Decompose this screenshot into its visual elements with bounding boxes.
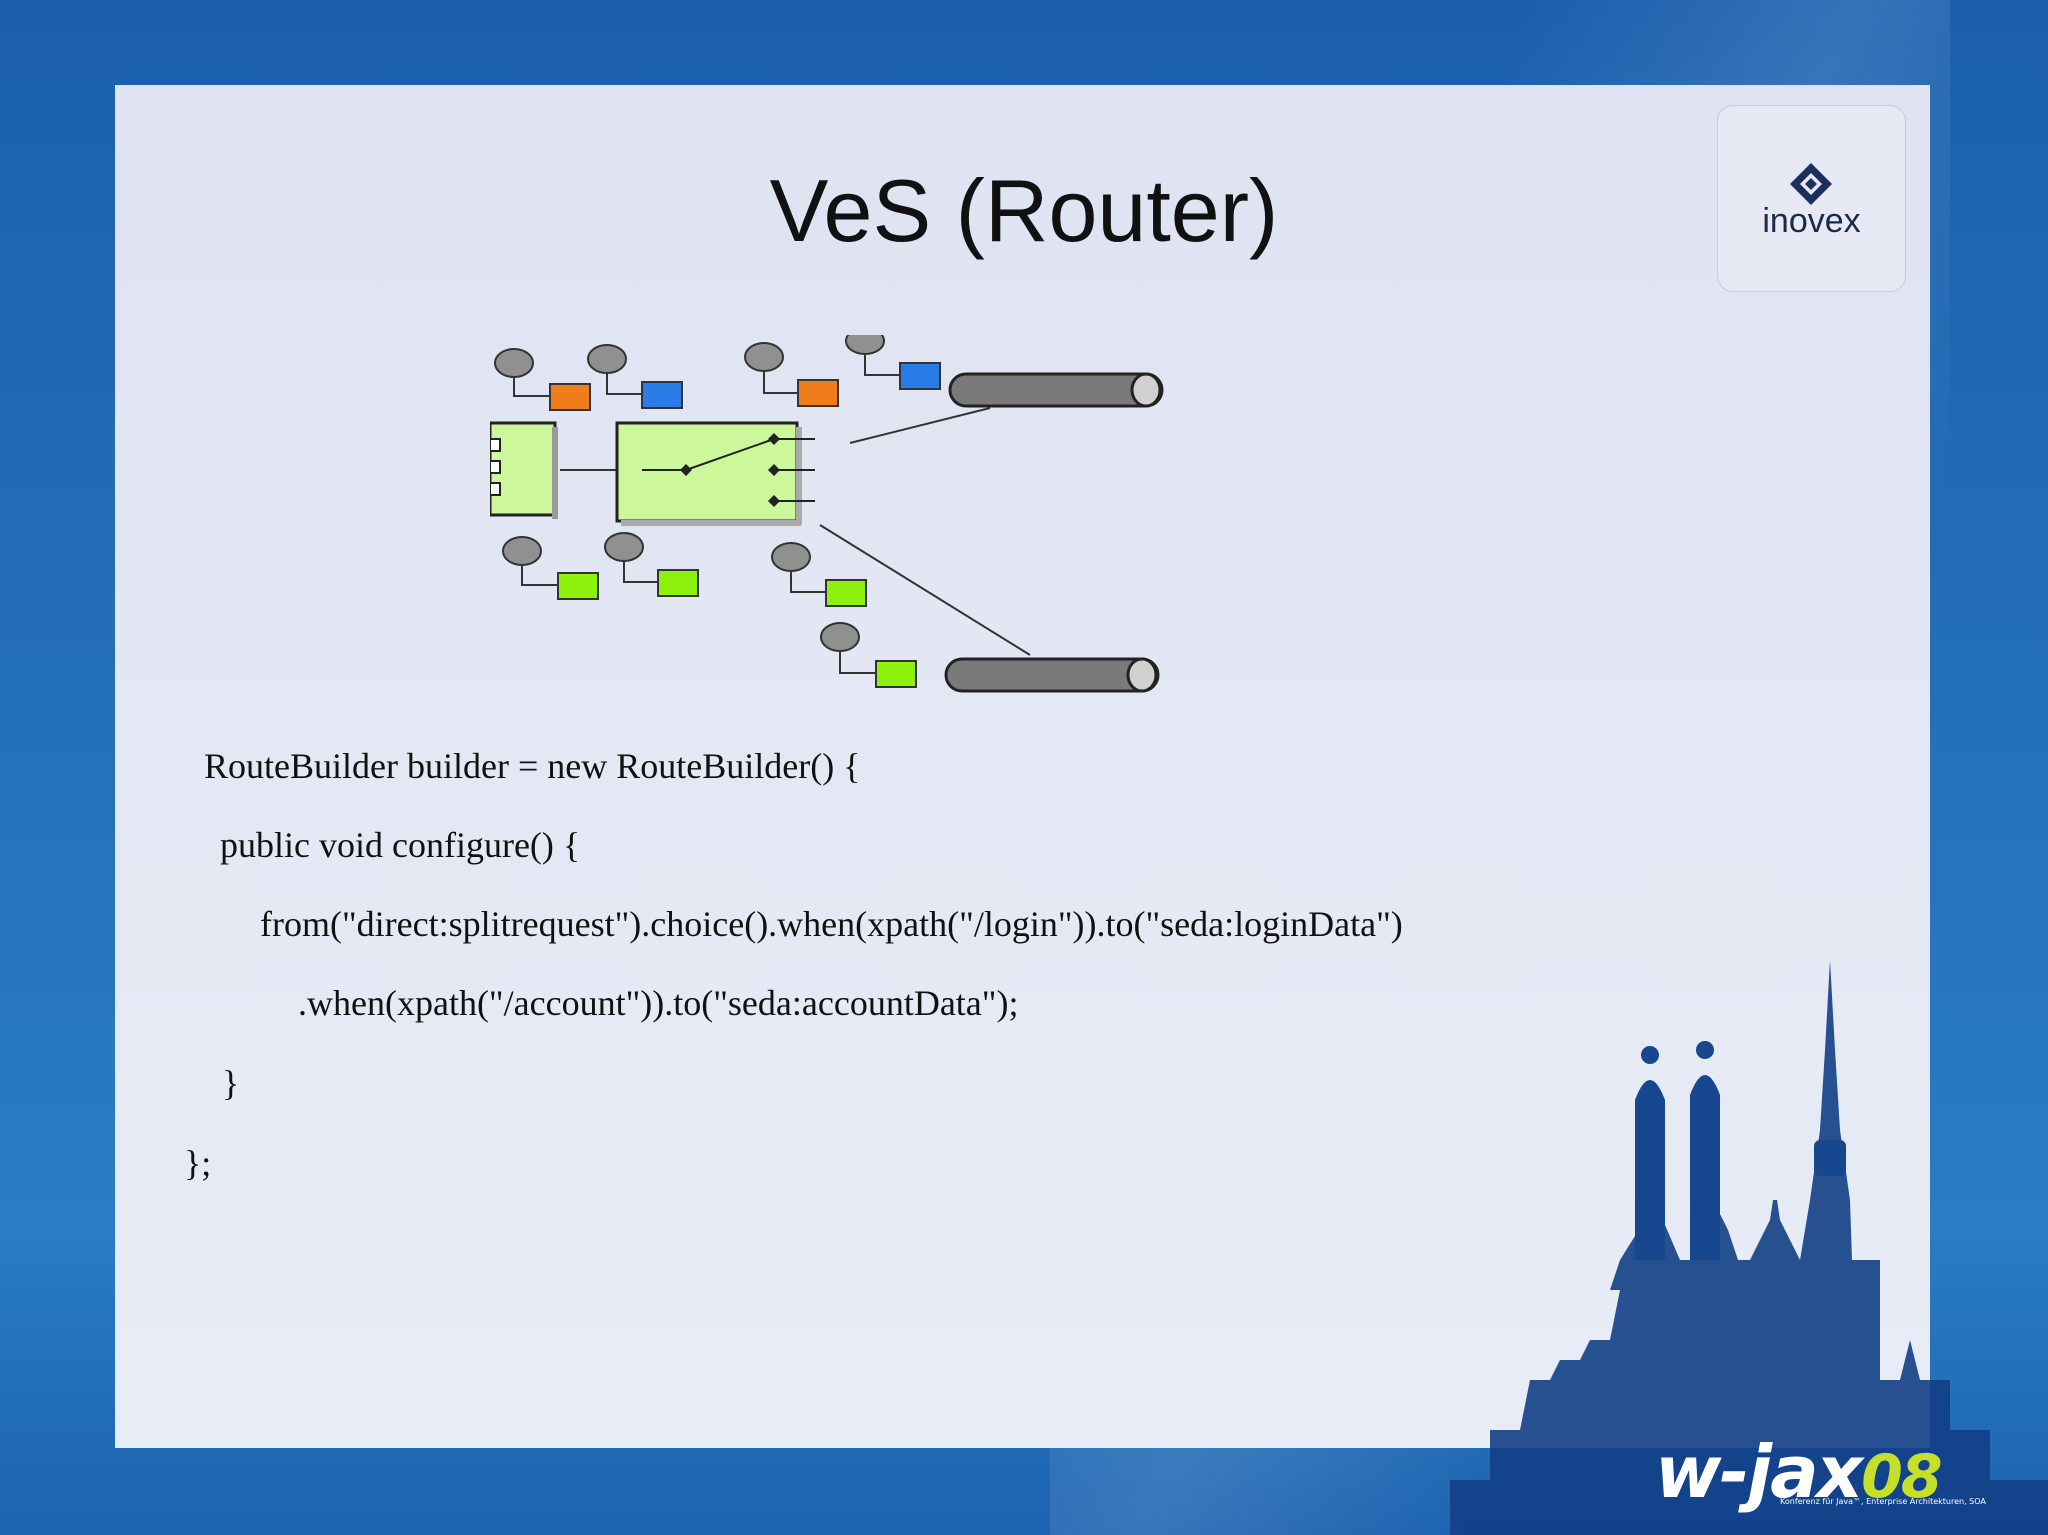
wjax-brand-logo: w-jax08 (1655, 1430, 1943, 1514)
message-icon-orange (494, 348, 591, 411)
connector-line-to-top-channel (849, 407, 991, 444)
code-line-6: }; (184, 1143, 212, 1183)
router-diagram (490, 335, 1164, 693)
brand-tagline: Konferenz für Java™, Enterprise Architek… (1780, 1497, 1986, 1506)
message-icon-blue (845, 335, 941, 390)
slide-title: VeS (Router) (769, 161, 1279, 260)
message-icon-green (771, 542, 867, 607)
message-icon-green (820, 622, 917, 688)
skyline-illustration (1450, 960, 2048, 1535)
code-line-2: public void configure() { (220, 825, 581, 865)
logo-text: inovex (1762, 202, 1861, 240)
inovex-diamond-icon (1790, 163, 1832, 205)
channel-account (944, 657, 1160, 693)
channel-login (948, 372, 1164, 408)
connector-line-to-bottom-channel (819, 524, 1031, 656)
code-line-4: .when(xpath("/account")).to("seda:accoun… (298, 983, 1019, 1023)
source-endpoint (490, 421, 558, 519)
code-line-5: } (222, 1063, 240, 1103)
message-icon-green (502, 536, 599, 600)
slide-panel (115, 85, 1930, 1448)
brand-name: w-jax (1655, 1430, 1863, 1514)
content-based-router (615, 421, 815, 526)
brand-year: 08 (1861, 1442, 1942, 1512)
message-icon-green (604, 532, 699, 597)
message-icon-blue (587, 344, 683, 409)
inovex-logo: inovex (1717, 105, 1906, 292)
code-line-3: from("direct:splitrequest").choice().whe… (260, 904, 1403, 944)
code-line-1: RouteBuilder builder = new RouteBuilder(… (204, 746, 861, 786)
message-icon-orange (744, 342, 839, 407)
